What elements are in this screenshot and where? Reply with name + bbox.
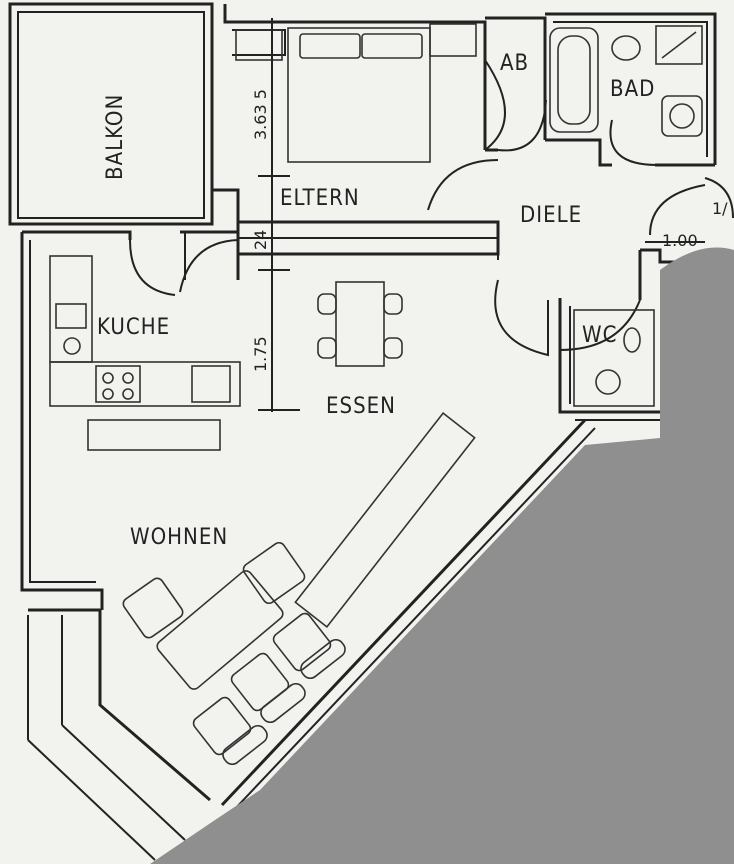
label-wohnen: WOHNEN [130, 525, 228, 550]
dim-eltern-height: 3.63 5 [251, 89, 270, 140]
label-balkon: BALKON [103, 94, 128, 180]
bed [235, 23, 477, 163]
label-bad: BAD [610, 77, 655, 102]
dim-wall-24: 24 [251, 230, 270, 250]
dimension-lines [258, 18, 705, 412]
label-eltern: ELTERN [280, 186, 360, 211]
room-labels: BALKON ELTERN AB BAD DIELE KUCHE WC ESSE… [97, 51, 655, 550]
label-wc: WC [582, 323, 617, 348]
label-diele: DIELE [520, 203, 582, 228]
dim-edge-mark: 1/ [712, 199, 728, 218]
dining-set [317, 281, 403, 367]
label-ab: AB [500, 51, 529, 76]
dim-essen-height: 1.75 [251, 336, 270, 372]
bath-fixtures [549, 25, 703, 137]
living-furniture [122, 412, 476, 766]
outer-walls [8, 2, 734, 861]
kitchen-units [49, 255, 241, 451]
label-kuche: KUCHE [97, 315, 170, 340]
dim-diele-width: 1.00 [662, 231, 698, 250]
doors [129, 59, 706, 357]
wc-fixtures [573, 309, 655, 407]
interior-walls [180, 138, 715, 414]
masked-region [150, 247, 734, 864]
label-essen: ESSEN [326, 394, 396, 419]
dimension-labels: 3.63 5 24 1.75 1.00 1/ [251, 89, 728, 372]
